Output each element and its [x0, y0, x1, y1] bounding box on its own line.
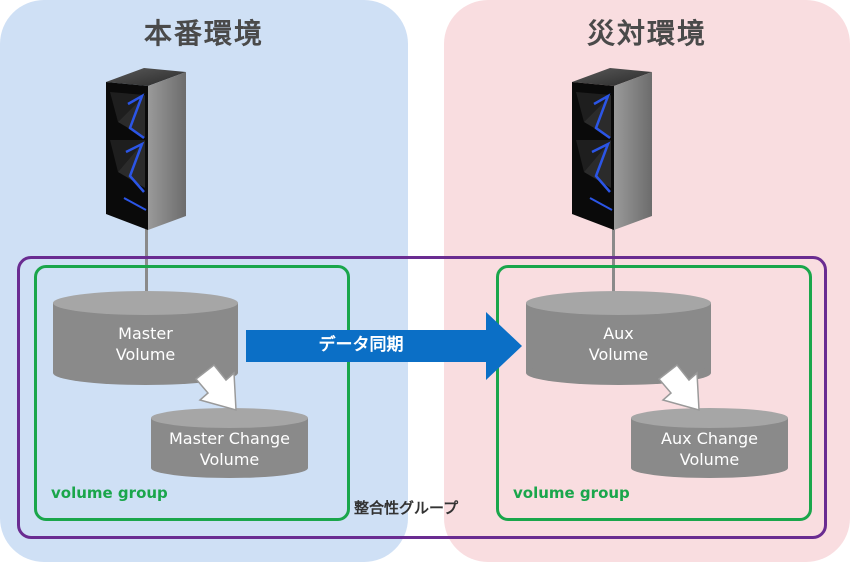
data-sync-label: データ同期: [318, 335, 404, 355]
aux-volume-label: Aux Volume: [588, 324, 649, 364]
master-volume-cylinder: [53, 291, 238, 385]
aux-change-volume-cylinder: [631, 408, 788, 478]
production-title: 本番環境: [143, 17, 264, 50]
server-icon: [572, 68, 652, 230]
volume-group-label: volume group: [513, 484, 630, 502]
snapshot-arrow-icon: [657, 363, 700, 412]
consistency-group-label: 整合性グループ: [354, 499, 459, 517]
volume-group-dr: volume group: [496, 265, 812, 521]
server-icon: [106, 68, 186, 230]
volume-group-label: volume group: [51, 484, 168, 502]
master-change-volume-cylinder: [151, 408, 308, 478]
data-sync-arrow: [246, 312, 522, 380]
snapshot-arrow-icon: [194, 363, 237, 412]
master-change-volume-label: Master Change Volume: [169, 429, 290, 469]
aux-volume-cylinder: [526, 291, 711, 385]
aux-change-volume-label: Aux Change Volume: [661, 429, 758, 469]
production-server-connector: [145, 228, 148, 310]
dr-title: 災対環境: [586, 17, 707, 50]
consistency-group: [17, 256, 827, 539]
master-volume-label: Master Volume: [115, 324, 176, 364]
dr-server-connector: [612, 228, 615, 310]
volume-group-production: volume group: [34, 265, 350, 521]
